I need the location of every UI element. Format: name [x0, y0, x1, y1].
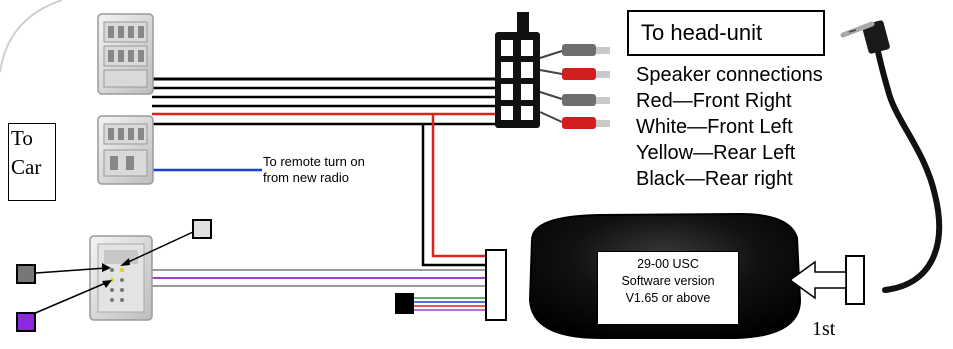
pin-marker-purple [16, 312, 36, 332]
head-unit-label: To head-unit [641, 20, 763, 45]
steering-wires [152, 269, 487, 311]
corner-arc [0, 0, 63, 73]
to-car-line2: Car [11, 155, 42, 179]
module-line1: 29-00 USC [637, 257, 699, 271]
jack-plug [845, 255, 865, 305]
remote-label-line2: from new radio [263, 170, 349, 185]
speaker-line-rear-left: Yellow—Rear Left [636, 142, 796, 164]
remote-label-line1: To remote turn on [263, 154, 365, 169]
pin-marker-grey-light [192, 219, 212, 239]
pin-marker-grey [16, 264, 36, 284]
rca-cables [539, 44, 610, 129]
module-line3: V1.65 or above [625, 291, 711, 305]
head-unit-label-box: To head-unit [627, 10, 825, 56]
black-plug [395, 293, 414, 314]
harness-wires [152, 77, 495, 126]
first-label: 1st [812, 318, 836, 340]
power-wires [421, 114, 490, 267]
module-plug [485, 249, 507, 321]
speaker-plug [495, 12, 540, 128]
steering-connector [89, 235, 153, 321]
speaker-line-rear-right: Black—Rear right [636, 168, 793, 190]
module-label-box: 29-00 USC Software version V1.65 or abov… [597, 251, 739, 325]
to-car-line1: To [11, 126, 33, 150]
speaker-line-front-right: Red—Front Right [636, 90, 792, 112]
pin-markers [16, 219, 212, 332]
speaker-line-front-left: White—Front Left [636, 116, 793, 138]
hollow-arrow [788, 260, 847, 300]
module-line2: Software version [621, 274, 715, 288]
car-connector-top [97, 13, 154, 95]
car-connector-middle [97, 115, 154, 185]
speaker-connections-title: Speaker connections [636, 64, 823, 86]
jack-cable [840, 20, 942, 293]
to-car-label-box: To Car [8, 123, 56, 201]
